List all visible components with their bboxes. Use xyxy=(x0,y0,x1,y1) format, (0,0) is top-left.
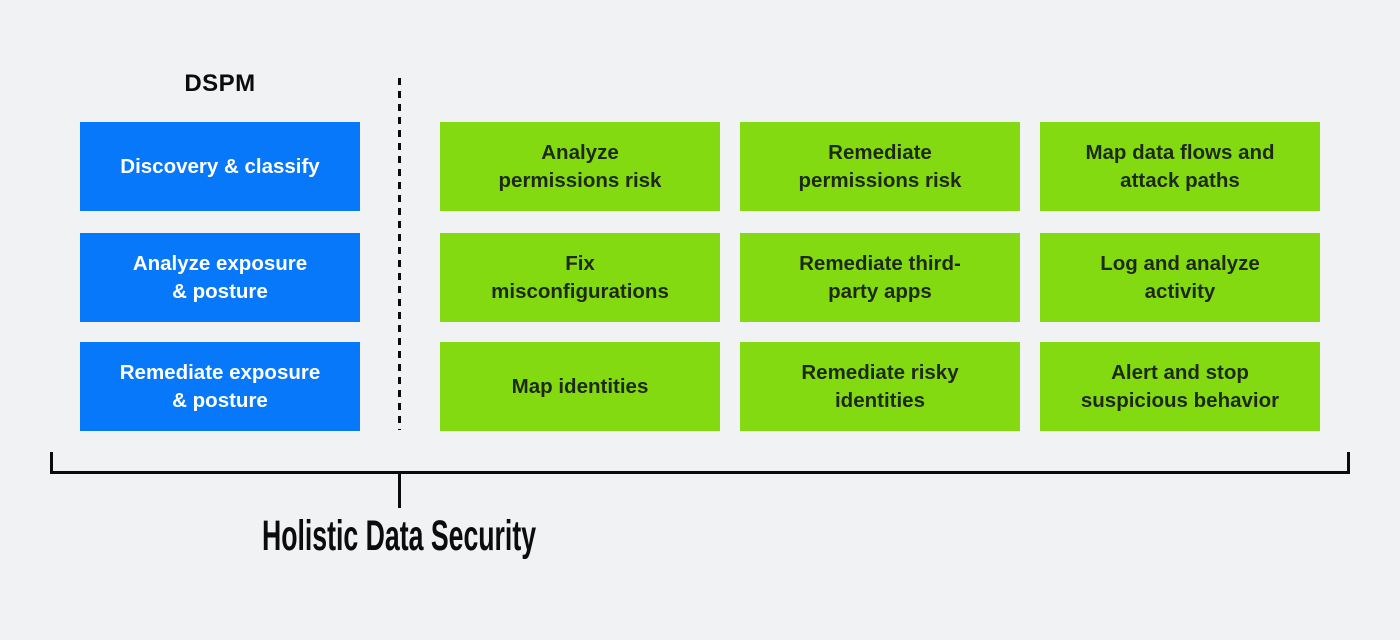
bracket-left-tick xyxy=(50,452,53,474)
capability-box-alert-stop-suspicious-behavior: Alert and stop suspicious behavior xyxy=(1040,342,1320,431)
capability-box-analyze-permissions-risk: Analyze permissions risk xyxy=(440,122,720,211)
capability-box-remediate-permissions-risk: Remediate permissions risk xyxy=(740,122,1020,211)
dspm-box-analyze-exposure-posture: Analyze exposure & posture xyxy=(80,233,360,322)
bracket-right-tick xyxy=(1347,452,1350,474)
dspm-column-title: DSPM xyxy=(184,70,256,97)
bracket-stem xyxy=(398,471,401,508)
capability-box-fix-misconfigurations: Fix misconfigurations xyxy=(440,233,720,322)
capability-box-remediate-risky-identities: Remediate risky identities xyxy=(740,342,1020,431)
holistic-data-security-title: Holistic Data Security xyxy=(261,512,537,560)
capability-box-log-analyze-activity: Log and analyze activity xyxy=(1040,233,1320,322)
capability-box-map-identities: Map identities xyxy=(440,342,720,431)
bracket-horizontal-line xyxy=(50,471,1350,474)
capability-box-remediate-third-party-apps: Remediate third- party apps xyxy=(740,233,1020,322)
dashed-divider-line xyxy=(398,78,401,430)
dspm-box-discovery-classify: Discovery & classify xyxy=(80,122,360,211)
capability-box-map-data-flows-attack-paths: Map data flows and attack paths xyxy=(1040,122,1320,211)
dspm-box-remediate-exposure-posture: Remediate exposure & posture xyxy=(80,342,360,431)
